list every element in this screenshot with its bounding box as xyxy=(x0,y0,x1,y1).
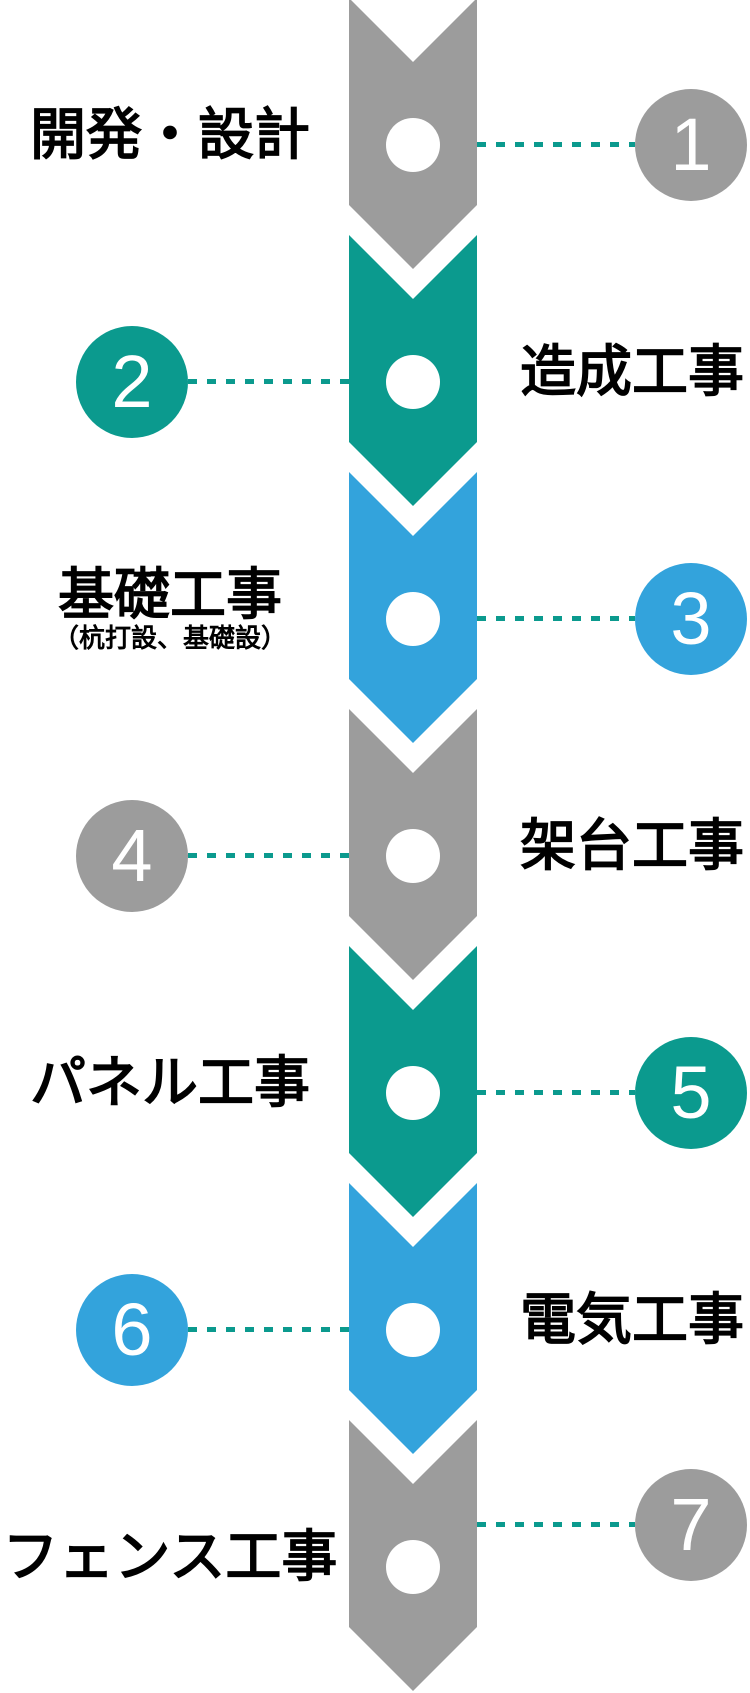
step-number-badge: 5 xyxy=(635,1037,747,1149)
step-number: 4 xyxy=(111,814,153,897)
step-label-block: フェンス工事 xyxy=(0,1527,340,1587)
step-label-block: 架台工事 xyxy=(520,816,750,876)
connector-line xyxy=(477,616,635,621)
connector-line xyxy=(188,1327,349,1332)
step-label-block: パネル工事 xyxy=(0,1053,340,1113)
step-node-circle xyxy=(386,1303,440,1357)
step-number-badge: 4 xyxy=(76,800,188,912)
connector-line xyxy=(188,379,349,384)
step-node-circle xyxy=(386,592,440,646)
step-number-badge: 1 xyxy=(635,89,747,201)
step-number-badge: 2 xyxy=(76,326,188,438)
step-label: 造成工事 xyxy=(520,340,744,403)
step-label: 開発・設計 xyxy=(30,103,310,166)
step-number: 2 xyxy=(111,340,153,423)
step-number: 7 xyxy=(670,1483,712,1566)
step-label: 架台工事 xyxy=(520,814,744,877)
step-node-circle xyxy=(386,829,440,883)
step-label-block: 開発・設計 xyxy=(0,105,340,165)
step-label: パネル工事 xyxy=(30,1051,310,1114)
step-label: 基礎工事 xyxy=(58,563,282,626)
connector-line xyxy=(477,1522,635,1527)
step-number: 1 xyxy=(670,103,712,186)
step-sub-label: （杭打設、基礎設） xyxy=(52,623,287,653)
step-label-block: 基礎工事（杭打設、基礎設） xyxy=(0,563,340,653)
step-node-circle xyxy=(386,1066,440,1120)
connector-line xyxy=(477,142,635,147)
connector-line xyxy=(477,1090,635,1095)
step-node-circle xyxy=(386,118,440,172)
step-label-block: 電気工事 xyxy=(520,1290,750,1350)
step-label: フェンス工事 xyxy=(2,1525,338,1588)
step-number: 6 xyxy=(111,1288,153,1371)
step-label: 電気工事 xyxy=(520,1288,744,1351)
step-number-badge: 6 xyxy=(76,1274,188,1386)
step-number-badge: 7 xyxy=(635,1469,747,1581)
step-number: 3 xyxy=(670,577,712,660)
step-label-block: 造成工事 xyxy=(520,342,750,402)
connector-line xyxy=(188,853,349,858)
step-node-circle xyxy=(386,1540,440,1594)
step-number-badge: 3 xyxy=(635,563,747,675)
step-number: 5 xyxy=(670,1051,712,1134)
step-node-circle xyxy=(386,355,440,409)
